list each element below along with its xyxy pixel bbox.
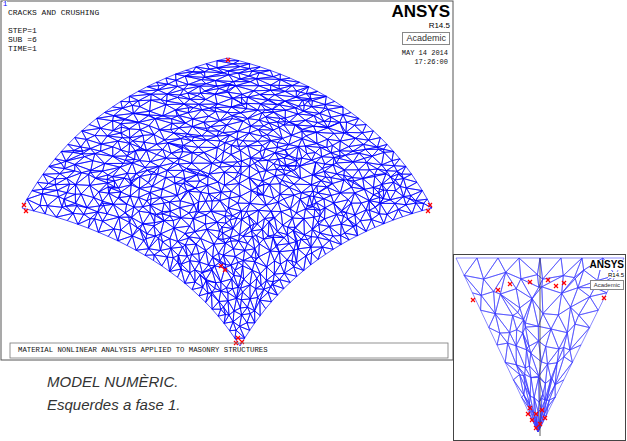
crack-mark [226, 58, 230, 62]
ansys-logo: ANSYS [590, 260, 624, 270]
step-info: STEP=1 [8, 27, 37, 35]
mesh-lines [22, 58, 432, 346]
crack-mark [546, 278, 550, 282]
crack-mark [528, 406, 532, 410]
crack-mark [528, 280, 532, 284]
crack-mark [534, 426, 538, 430]
crack-mark [236, 336, 240, 340]
crack-mark [24, 209, 28, 213]
crack-mark [562, 281, 566, 285]
crack-mark [471, 298, 475, 302]
license-label: Academic [402, 32, 450, 45]
crack-mark [508, 282, 512, 286]
inset-panel [454, 255, 626, 441]
crack-mark [426, 209, 430, 213]
crack-mark [223, 268, 227, 272]
axis-line [540, 258, 541, 436]
main-panel [1, 1, 453, 360]
crack-marks [471, 278, 606, 430]
crack-mark [534, 412, 538, 416]
vault-mesh [22, 58, 432, 346]
crack-mark [219, 264, 223, 268]
crack-mark [538, 422, 542, 426]
plot-number: 1 [3, 1, 7, 8]
crack-mark [602, 296, 606, 300]
version-label: R14.5 [608, 272, 624, 278]
step-info: SUB =6 [8, 36, 37, 44]
crack-mark [428, 203, 432, 207]
plot-title: CRACKS AND CRUSHING [8, 9, 99, 17]
figure-caption: MODEL NUMÈRIC. Esquerdes a fase 1. [47, 370, 199, 416]
date-label: MAY 14 2014 [402, 50, 448, 57]
crack-mark [496, 288, 500, 292]
step-info: TIME=1 [8, 45, 37, 53]
footer-title: MATERIAL NONLINEAR ANALYSIS APPLIED TO M… [18, 347, 268, 354]
version-label: R14.5 [429, 22, 450, 30]
footer-box [10, 343, 448, 358]
time-label: 17:26:00 [414, 59, 448, 66]
crack-mark [554, 284, 558, 288]
crack-mark [540, 408, 544, 412]
license-label: Academic [590, 280, 624, 290]
crack-mark [543, 416, 547, 420]
ansys-logo: ANSYS [391, 3, 450, 20]
crack-mark [530, 418, 534, 422]
crack-marks [22, 58, 432, 345]
crack-mark [22, 203, 26, 207]
crack-mark [526, 412, 530, 416]
